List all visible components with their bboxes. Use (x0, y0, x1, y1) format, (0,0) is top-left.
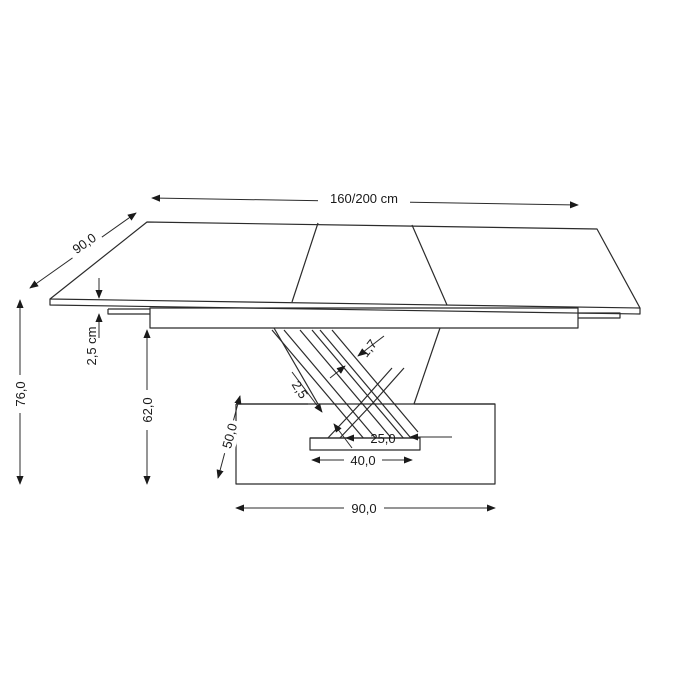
length-label: 160/200 cm (330, 191, 398, 206)
dim-bar-gap: 1,7 (329, 335, 385, 379)
bar-thickness-label: 2,5 (289, 378, 311, 401)
dim-inner-width: 25,0 (345, 431, 452, 446)
dim-bar-thickness: 2,5 (289, 371, 353, 449)
dim-under-height: 62,0 (139, 329, 155, 485)
base-height-label: 50,0 (219, 422, 240, 450)
base-width-label: 90,0 (351, 501, 376, 516)
base (235, 403, 496, 485)
height-label: 76,0 (13, 381, 28, 406)
inner-width-label: 25,0 (370, 431, 395, 446)
under-height-label: 62,0 (140, 397, 155, 422)
dim-base-width: 90,0 (235, 500, 496, 516)
dim-width: 90,0 (29, 212, 137, 289)
dim-length: 160/200 cm (151, 190, 579, 209)
dim-base-height: 50,0 (216, 395, 243, 479)
leg-width-label: 40,0 (350, 453, 375, 468)
dim-top-thickness: 2,5 cm (84, 278, 103, 366)
dim-height: 76,0 (12, 299, 28, 485)
top-thickness-label: 2,5 cm (84, 326, 99, 365)
table-top (49, 221, 641, 315)
apron (107, 307, 621, 329)
dim-leg-width: 40,0 (311, 453, 413, 468)
bar-gap-label: 1,7 (357, 336, 380, 359)
